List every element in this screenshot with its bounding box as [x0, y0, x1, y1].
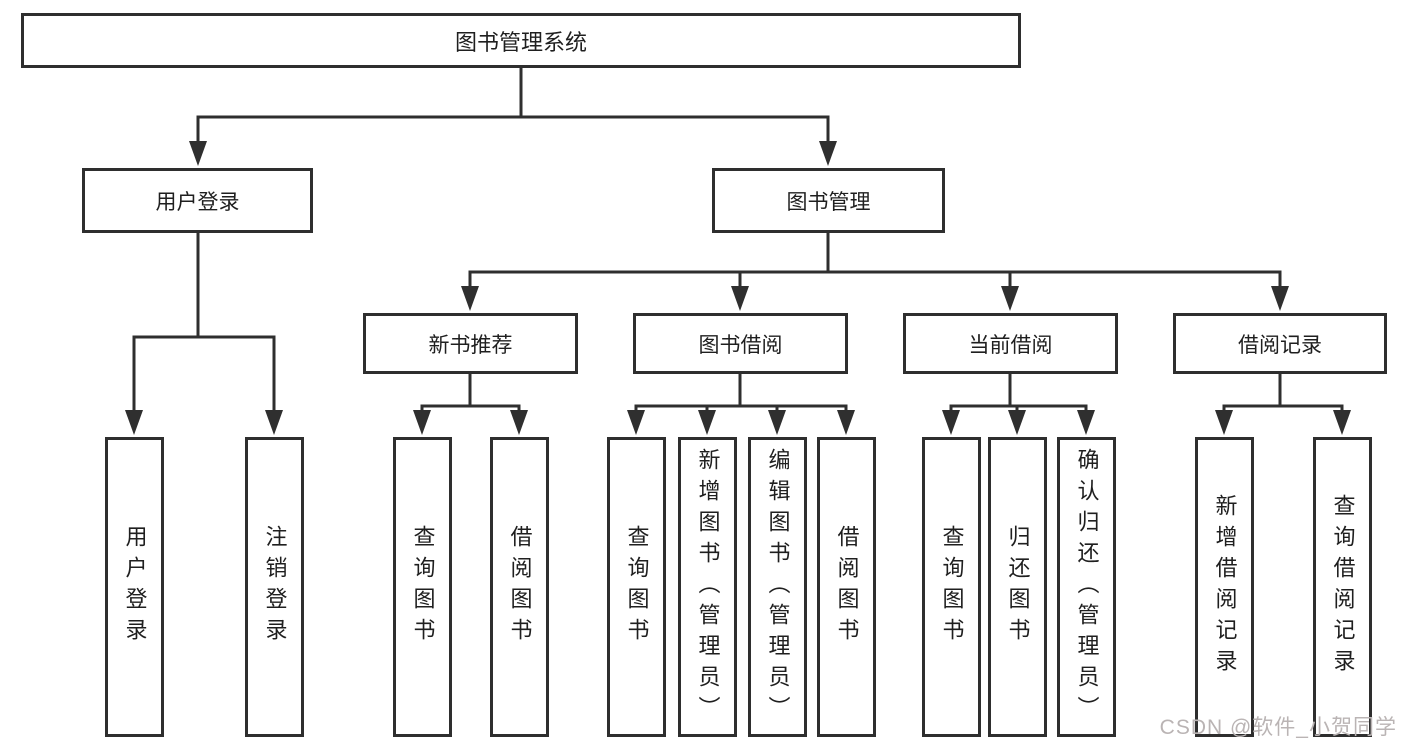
leaf-add-book-admin-label: 新增图书（管理员） [695, 447, 721, 727]
leaf-add-borrow-record-label: 新增借阅记录 [1212, 494, 1238, 680]
node-new-book-recommend-label: 新书推荐 [428, 333, 513, 357]
leaf-borrow-query-book-label: 查询图书 [624, 525, 650, 649]
node-user-login-label: 用户登录 [155, 190, 240, 214]
leaf-query-borrow-record-label: 查询借阅记录 [1330, 494, 1356, 680]
node-book-management: 图书管理 [712, 168, 945, 233]
leaf-confirm-return-admin-label: 确认归还（管理员） [1074, 447, 1100, 727]
leaf-current-query-book: 查询图书 [922, 437, 981, 737]
leaf-user-login-label: 用户登录 [122, 525, 148, 649]
leaf-add-borrow-record: 新增借阅记录 [1195, 437, 1254, 737]
leaf-confirm-return-admin: 确认归还（管理员） [1057, 437, 1116, 737]
node-root-label: 图书管理系统 [454, 29, 587, 55]
leaf-user-login: 用户登录 [105, 437, 164, 737]
leaf-recommend-borrow-book-label: 借阅图书 [507, 525, 533, 649]
leaf-query-borrow-record: 查询借阅记录 [1313, 437, 1372, 737]
leaf-recommend-borrow-book: 借阅图书 [490, 437, 549, 737]
node-borrow-record-label: 借阅记录 [1238, 333, 1322, 357]
leaf-borrow-book-label: 借阅图书 [834, 525, 860, 649]
leaf-current-query-book-label: 查询图书 [939, 525, 965, 649]
leaf-borrow-book: 借阅图书 [817, 437, 876, 737]
leaf-logout-label: 注销登录 [262, 525, 288, 649]
node-book-borrow: 图书借阅 [633, 313, 848, 374]
csdn-watermark: CSDN @软件_小贺同学 [1159, 716, 1397, 739]
leaf-borrow-query-book: 查询图书 [607, 437, 666, 737]
node-user-login: 用户登录 [82, 168, 313, 233]
leaf-recommend-query-book-label: 查询图书 [410, 525, 436, 649]
node-book-management-label: 图书管理 [786, 190, 871, 214]
leaf-recommend-query-book: 查询图书 [393, 437, 452, 737]
leaf-edit-book-admin-label: 编辑图书（管理员） [765, 447, 791, 727]
node-book-borrow-label: 图书借阅 [698, 333, 783, 357]
arrowheads [125, 141, 1351, 435]
node-borrow-record: 借阅记录 [1173, 313, 1387, 374]
node-current-borrow: 当前借阅 [903, 313, 1118, 374]
leaf-logout: 注销登录 [245, 437, 304, 737]
leaf-edit-book-admin: 编辑图书（管理员） [748, 437, 807, 737]
node-current-borrow-label: 当前借阅 [968, 333, 1053, 357]
leaf-add-book-admin: 新增图书（管理员） [678, 437, 737, 737]
node-root: 图书管理系统 [21, 13, 1021, 68]
leaf-return-book-label: 归还图书 [1005, 525, 1031, 649]
leaf-return-book: 归还图书 [988, 437, 1047, 737]
node-new-book-recommend: 新书推荐 [363, 313, 578, 374]
